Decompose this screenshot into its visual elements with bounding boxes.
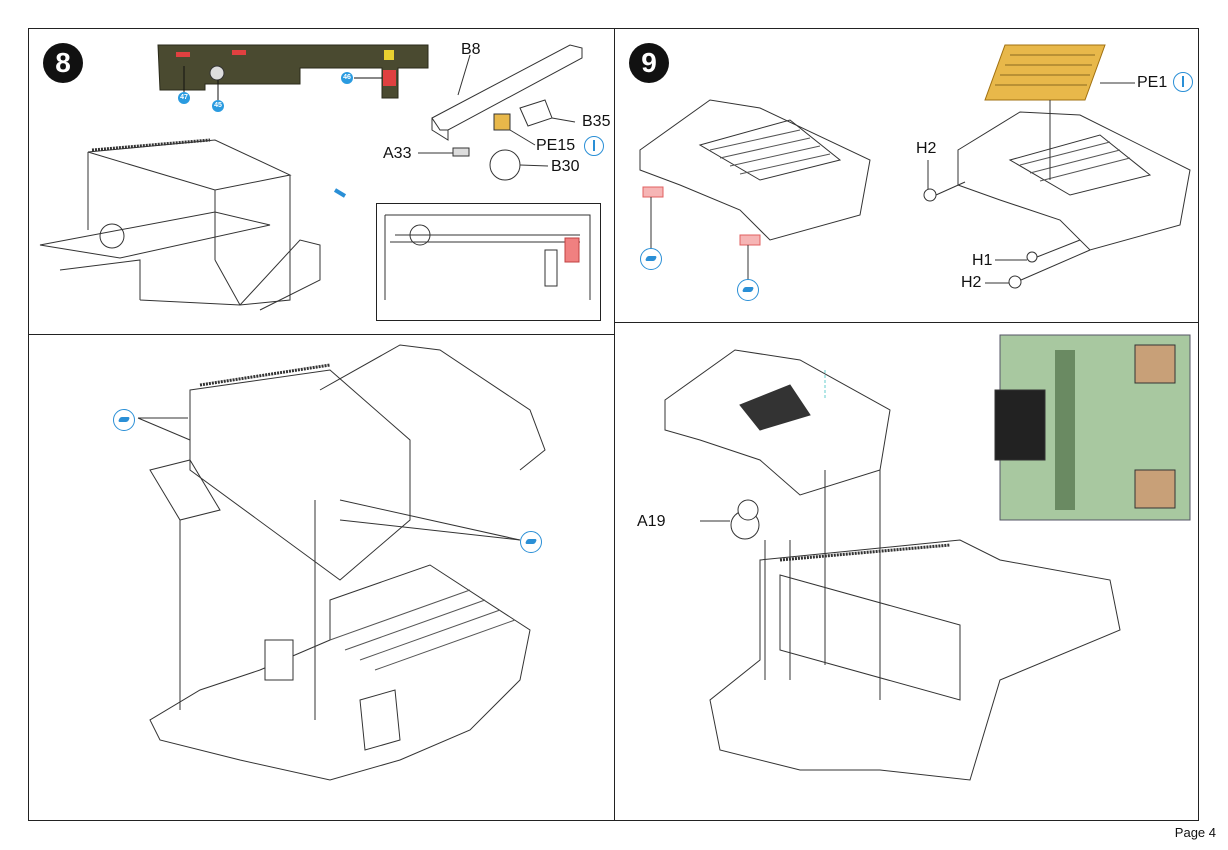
part-label-b8: B8 xyxy=(461,41,481,58)
photo-etch-icon xyxy=(1173,72,1193,92)
part-label-b35: B35 xyxy=(582,113,611,130)
detail-inset-box xyxy=(376,203,601,321)
decal-number-45: 45 xyxy=(212,100,224,112)
part-label-pe15: PE15 xyxy=(536,137,576,154)
glue-icon xyxy=(520,531,542,553)
panel-divider-left xyxy=(28,334,614,335)
part-label-b30: B30 xyxy=(551,158,580,175)
decal-number-47: 47 xyxy=(178,92,190,104)
photo-etch-icon xyxy=(584,136,604,156)
glue-icon xyxy=(737,279,759,301)
panel-divider-vertical xyxy=(614,28,615,821)
step-number-9: 9 xyxy=(629,43,669,83)
step-number-8: 8 xyxy=(43,43,83,83)
part-label-h2-bottom: H2 xyxy=(961,274,982,291)
panel-divider-right xyxy=(614,322,1199,323)
page-number: Page 4 xyxy=(1174,825,1216,840)
part-label-a19: A19 xyxy=(637,513,666,530)
part-label-h1: H1 xyxy=(972,252,993,269)
part-label-h2-top: H2 xyxy=(916,140,937,157)
part-label-a33: A33 xyxy=(383,145,412,162)
part-label-pe1: PE1 xyxy=(1137,74,1168,91)
page-frame xyxy=(28,28,1199,821)
glue-icon xyxy=(640,248,662,270)
decal-number-46: 46 xyxy=(341,72,353,84)
glue-icon xyxy=(113,409,135,431)
